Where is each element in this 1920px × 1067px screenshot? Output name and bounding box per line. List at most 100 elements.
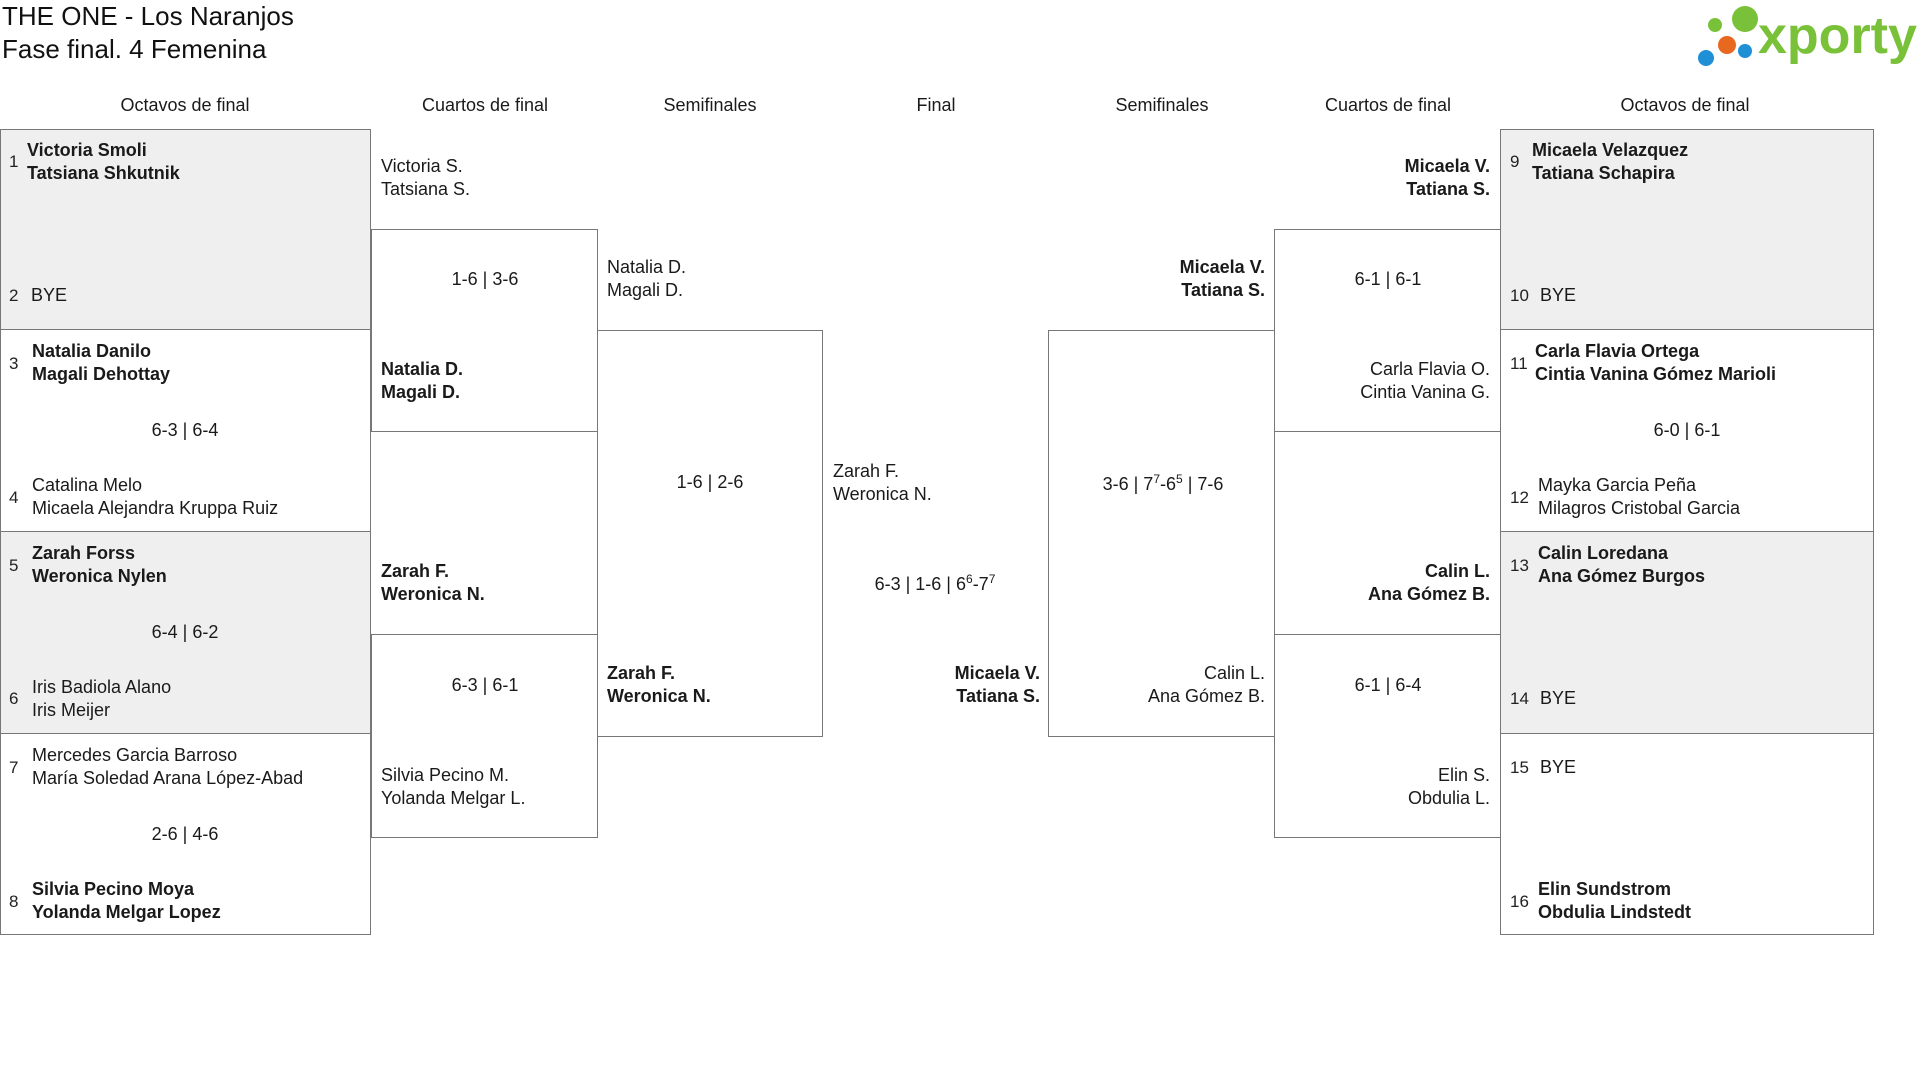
match-score: 6-0 | 6-1: [1653, 420, 1721, 440]
player-name: Natalia Danilo: [32, 341, 152, 361]
left-r16-match-1[interactable]: [0, 129, 371, 330]
player-name: Tatiana S.: [1181, 280, 1265, 300]
player-name: Weronica N.: [833, 484, 932, 504]
seed-number: 8: [9, 892, 19, 911]
player-name: Weronica N.: [607, 686, 711, 706]
player-name: Yolanda Melgar L.: [381, 788, 526, 808]
player-name: Magali D.: [607, 280, 684, 300]
player-name: Yolanda Melgar Lopez: [32, 902, 221, 922]
match-score: 6-3 | 6-1: [451, 675, 519, 695]
player-name: Tatiana S.: [956, 686, 1040, 706]
player-name: BYE: [1540, 757, 1577, 777]
left-r16-match-3[interactable]: [0, 531, 371, 734]
seed-number: 9: [1510, 152, 1520, 171]
seed-number: 12: [1510, 488, 1529, 507]
seed-number: 2: [9, 286, 19, 305]
logo-dot-small-blue-icon: [1738, 44, 1752, 58]
left-sf-match[interactable]: [597, 330, 823, 737]
player-name: Carla Flavia O.: [1369, 359, 1490, 379]
player-name: Tatiana S.: [1406, 179, 1490, 199]
player-name: BYE: [1540, 688, 1577, 708]
logo-text: xporty: [1758, 7, 1917, 65]
match-score: 6-4 | 6-2: [151, 622, 219, 642]
final-score: 6-3 | 1-6 | 66-77: [874, 572, 996, 594]
player-name: Zarah Forss: [32, 543, 136, 563]
round-header-left-qf: Cuartos de final: [421, 95, 549, 115]
player-name: Ana Gómez B.: [1147, 686, 1265, 706]
player-name: Catalina Melo: [32, 475, 143, 495]
seed-number: 3: [9, 354, 19, 373]
player-name: Natalia D.: [381, 359, 464, 379]
seed-number: 11: [1510, 354, 1528, 373]
player-name: Micaela Velazquez: [1532, 140, 1689, 160]
seed-number: 10: [1510, 286, 1529, 305]
player-name: Natalia D.: [607, 257, 687, 277]
player-name: Carla Flavia Ortega: [1535, 341, 1700, 361]
player-name: Silvia Pecino M.: [381, 765, 510, 785]
player-name: Cintia Vanina Gómez Marioli: [1535, 364, 1777, 384]
player-name: Silvia Pecino Moya: [32, 879, 195, 899]
player-name: Obdulia Lindstedt: [1538, 902, 1691, 922]
player-name: Calin Loredana: [1538, 543, 1669, 563]
seed-number: 15: [1510, 758, 1529, 777]
match-score: 6-3 | 6-4: [151, 420, 219, 440]
round-header-right-qf: Cuartos de final: [1324, 95, 1452, 115]
match-score: 2-6 | 4-6: [151, 824, 219, 844]
player-name: Magali D.: [381, 382, 461, 402]
player-name: Elin Sundstrom: [1538, 879, 1672, 899]
match-score: 1-6 | 3-6: [451, 269, 519, 289]
seed-number: 6: [9, 689, 19, 708]
player-name: Tatsiana Shkutnik: [27, 163, 180, 183]
player-name: Zarah F.: [381, 561, 450, 581]
player-name: Calin L.: [1424, 561, 1490, 581]
seed-number: 7: [9, 758, 19, 777]
right-sf-match[interactable]: [1048, 330, 1275, 737]
player-name: Iris Badiola Alano: [32, 677, 172, 697]
match-score: 6-1 | 6-4: [1354, 675, 1422, 695]
round-header-left-sf: Semifinales: [663, 95, 757, 115]
player-name: Victoria S.: [381, 156, 463, 176]
round-header-final: Final: [916, 95, 956, 115]
logo-dot-blue-icon: [1698, 50, 1714, 66]
match-score: 1-6 | 2-6: [676, 472, 744, 492]
player-name: Zarah F.: [833, 461, 900, 481]
xporty-logo: xporty: [1696, 4, 1920, 70]
seed-number: 4: [9, 488, 19, 507]
player-name: Ana Gómez B.: [1367, 584, 1490, 604]
round-header-left-r16: Octavos de final: [120, 95, 250, 115]
player-name: Elin S.: [1437, 765, 1490, 785]
round-header-right-sf: Semifinales: [1115, 95, 1209, 115]
player-name: Weronica N.: [381, 584, 485, 604]
player-name: Micaela V.: [954, 663, 1040, 683]
match-score: 3-6 | 77-65 | 7-6: [1102, 472, 1224, 494]
player-name: Magali Dehottay: [32, 364, 171, 384]
player-name: BYE: [1540, 285, 1577, 305]
player-name: Micaela V.: [1404, 156, 1490, 176]
seed-number: 13: [1510, 556, 1529, 575]
page-title: THE ONE - Los Naranjos: [2, 1, 294, 31]
seed-number: 1: [9, 152, 19, 171]
player-name: BYE: [31, 285, 68, 305]
player-name: Cintia Vanina G.: [1360, 382, 1490, 402]
right-r16-match-1[interactable]: [1500, 129, 1874, 330]
player-name: Calin L.: [1203, 663, 1265, 683]
player-name: Zarah F.: [607, 663, 676, 683]
left-r16-match-4[interactable]: [0, 733, 371, 935]
player-name: Mercedes Garcia Barroso: [32, 745, 238, 765]
player-name: Micaela V.: [1179, 257, 1265, 277]
seed-number: 5: [9, 556, 19, 575]
match-score: 6-1 | 6-1: [1354, 269, 1422, 289]
player-name: María Soledad Arana López-Abad: [32, 768, 304, 788]
logo-dot-green-icon: [1732, 6, 1758, 32]
player-name: Iris Meijer: [32, 700, 111, 720]
logo-dot-small-green-icon: [1708, 18, 1722, 32]
player-name: Mayka Garcia Peña: [1538, 475, 1697, 495]
round-header-right-r16: Octavos de final: [1620, 95, 1750, 115]
seed-number: 14: [1510, 689, 1529, 708]
right-r16-match-4[interactable]: [1500, 733, 1874, 935]
player-name: Milagros Cristobal Garcia: [1538, 498, 1741, 518]
player-name: Micaela Alejandra Kruppa Ruiz: [32, 498, 279, 518]
logo-dot-orange-icon: [1718, 36, 1736, 54]
page-subtitle: Fase final. 4 Femenina: [2, 34, 267, 64]
player-name: Weronica Nylen: [32, 566, 167, 586]
